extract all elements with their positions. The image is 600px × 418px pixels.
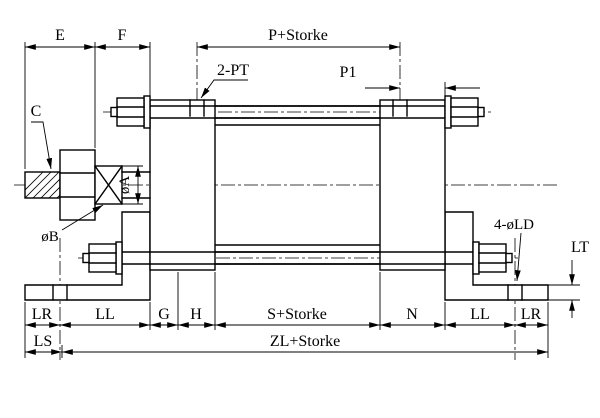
port-note-label: 2-PT [217,62,249,79]
hex-nut [88,243,117,273]
dim-label-dia-b: øB [41,229,59,245]
dim-label-ll-left: LL [95,306,115,323]
leader-lines [31,79,522,282]
rod-stub [82,252,90,264]
dim-label-s-storke: S+Storke [267,306,327,323]
rod-stub [110,106,118,118]
leader-4LD [515,232,522,282]
thread-note-label: C [31,103,42,120]
head-cap [149,99,216,271]
washer [472,241,480,275]
washer [115,241,123,275]
rear-cap [379,99,446,271]
tie-rod-nuts [82,95,513,275]
dim-label-g: G [158,306,170,323]
dimension-lines [24,44,575,355]
dim-label-ll-right: LL [470,306,490,323]
hole-note-label: 4-øLD [494,217,534,233]
extension-lines [24,42,580,358]
dim-label-f: F [118,27,127,44]
dim-label-zl-storke: ZL+Storke [270,333,340,350]
hex-nut [478,243,507,273]
hex-nut [450,97,479,127]
dim-label-p1: P1 [340,64,357,81]
dim-label-e: E [55,27,65,44]
dim-label-h: H [190,306,202,323]
dim-label-dia-a: øA [117,176,133,195]
leader-C [31,121,53,170]
rod-stub [477,106,485,118]
rod-hex-nut [59,149,96,221]
rod-stub [505,252,513,264]
thread-hatching [25,172,60,198]
dim-label-p-storke: P+Storke [268,27,328,44]
dim-label-lr-right: LR [521,306,542,323]
washer [143,95,151,129]
washer [444,95,452,129]
dim-label-lr-left: LR [32,306,53,323]
dim-label-ls: LS [34,333,53,350]
leader-2PT [200,79,248,99]
leader-diaB [61,204,104,231]
cylinder-body [149,99,446,271]
hex-nut [116,97,145,127]
dimension-labels: E F P+Storke 2-PT P1 C øA øB 4-øLD LT LR… [31,27,590,350]
dim-label-lt: LT [571,239,589,256]
dim-label-n: N [406,306,418,323]
